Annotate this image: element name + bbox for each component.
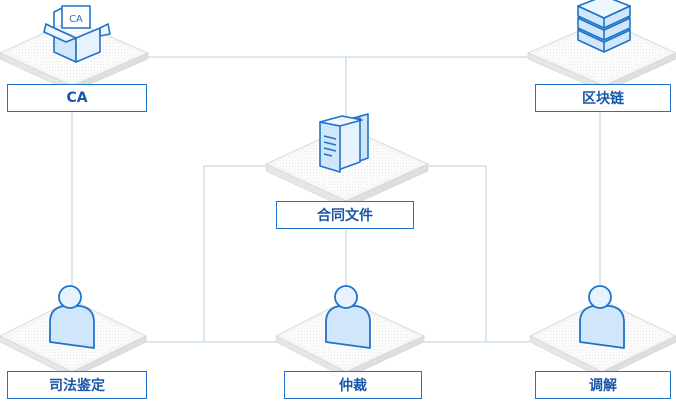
person-icon: [579, 285, 625, 349]
arbitration-label: 仲裁: [284, 371, 422, 399]
blockchain-label: 区块链: [535, 84, 671, 112]
person-icon: [49, 285, 95, 349]
documents-icon: [319, 113, 369, 173]
connector-left-loop: [203, 165, 284, 342]
connector-right-loop: [408, 165, 487, 342]
ca-icon-text: CA: [69, 14, 83, 25]
platform-chain: [526, 19, 676, 93]
blockchain-stack-icon: [577, 0, 631, 53]
judicial-label: 司法鉴定: [7, 371, 147, 399]
contract-label: 合同文件: [276, 201, 414, 229]
ca-label: CA: [7, 84, 147, 112]
person-icon: [325, 285, 371, 349]
ca-box-icon: CA: [43, 5, 111, 63]
mediation-label: 调解: [535, 371, 671, 399]
